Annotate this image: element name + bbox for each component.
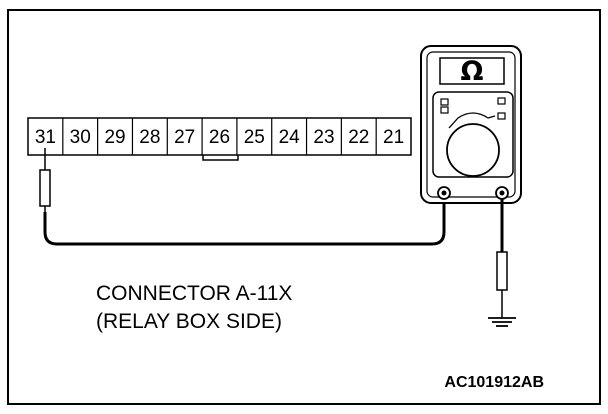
test-lead-wire — [43, 193, 446, 246]
connector-body — [27, 117, 412, 156]
caption-side: (RELAY BOX SIDE) — [96, 310, 282, 333]
connector-a-11x: 31 30 29 28 27 26 25 24 23 22 21 — [27, 117, 412, 161]
range-switch-icon — [440, 106, 449, 114]
pin-label-30: 30 — [70, 127, 91, 148]
pin-label-28: 28 — [139, 127, 160, 148]
ground-lead — [488, 199, 516, 327]
range-switch-icon — [440, 98, 449, 106]
com-terminal-center — [441, 190, 447, 196]
pin-label-27: 27 — [174, 127, 195, 148]
pin-label-21: 21 — [383, 127, 404, 148]
range-switch-icon — [497, 97, 506, 105]
range-switch-icon — [497, 112, 506, 120]
dial-scale-arc — [448, 112, 489, 129]
meter-display — [439, 57, 505, 85]
pin-dividers — [62, 118, 377, 155]
pin-label-26: 26 — [209, 127, 230, 148]
figure-code: AC101912AB — [444, 374, 544, 391]
ohm-symbol: Ω — [461, 56, 484, 87]
pin-label-31: 31 — [35, 127, 56, 148]
rotary-dial-icon — [446, 123, 500, 177]
connector-lock-tab — [202, 155, 239, 161]
pin-label-25: 25 — [244, 127, 265, 148]
pin-label-24: 24 — [279, 127, 301, 148]
ohmmeter: Ω — [420, 45, 522, 204]
meter-case-inner — [426, 51, 516, 198]
pin-labels: 31 30 29 28 27 26 25 24 23 22 21 — [35, 127, 404, 148]
probe-handle — [39, 169, 51, 207]
ohm-terminal-center — [499, 190, 505, 196]
dial-scale-mark — [487, 115, 496, 119]
pin-label-22: 22 — [348, 127, 369, 148]
pin-label-29: 29 — [104, 127, 125, 148]
test-probe-left — [39, 148, 51, 212]
figure-frame — [7, 9, 601, 405]
pin-label-23: 23 — [313, 127, 334, 148]
caption-connector: CONNECTOR A-11X — [96, 282, 292, 305]
ground-probe-handle — [496, 251, 508, 291]
